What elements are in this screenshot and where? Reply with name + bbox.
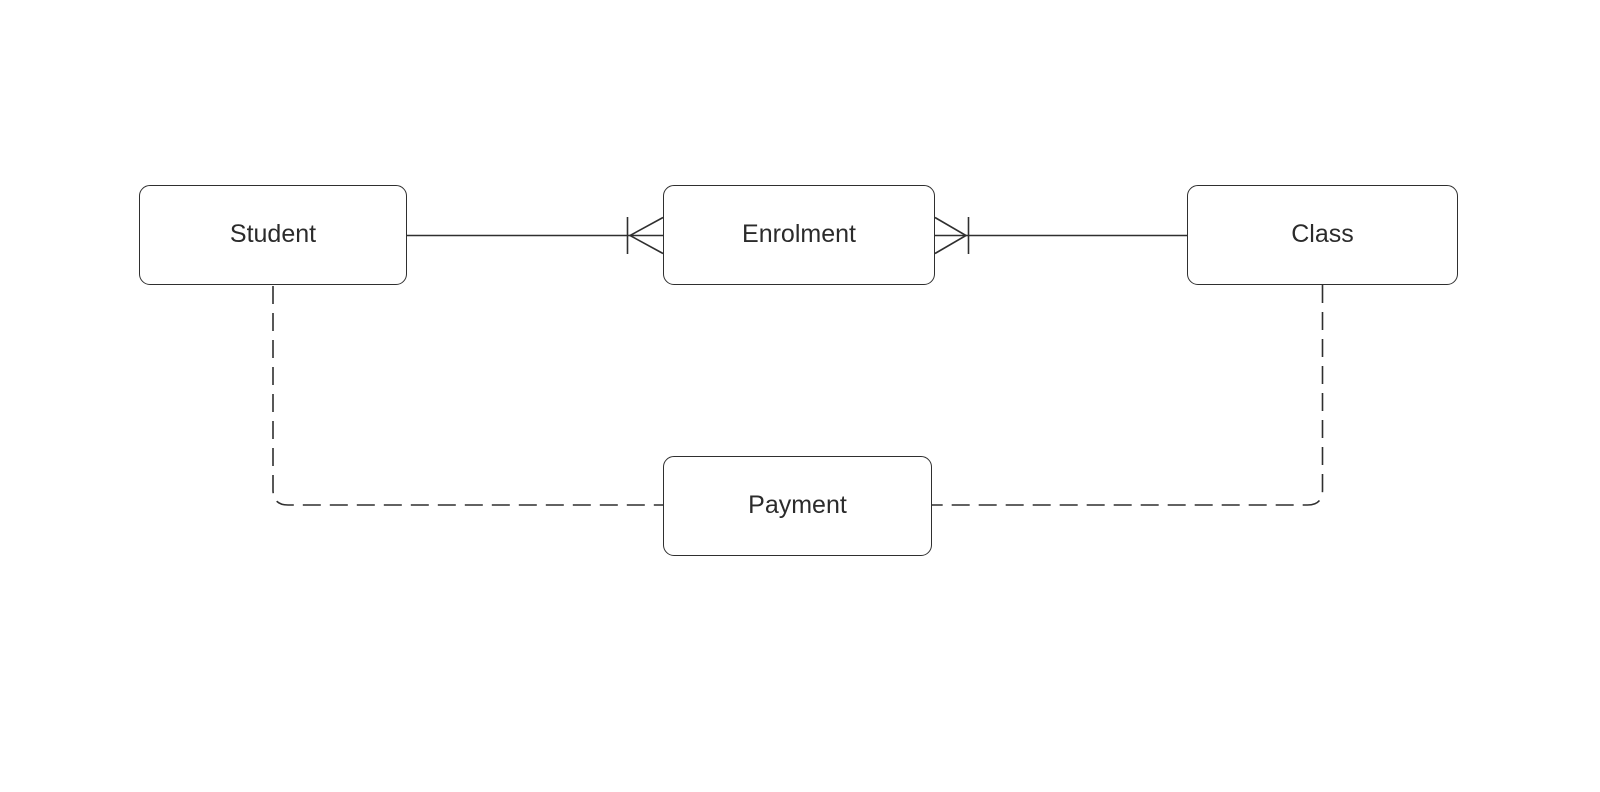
connector-line-dashed	[272, 286, 663, 506]
entity-payment-label: Payment	[748, 490, 847, 519]
entity-class[interactable]: Class	[1187, 185, 1458, 285]
entity-payment[interactable]: Payment	[663, 456, 932, 556]
entity-enrolment-label: Enrolment	[742, 219, 856, 248]
connector-student-enrolment[interactable]	[407, 216, 664, 255]
entity-class-label: Class	[1291, 219, 1354, 248]
connector-class-payment[interactable]	[932, 285, 1324, 506]
crow-foot-many-icon	[934, 216, 968, 255]
entity-student[interactable]: Student	[139, 185, 407, 285]
entity-enrolment[interactable]: Enrolment	[663, 185, 935, 285]
connector-line-dashed	[932, 285, 1324, 506]
entity-student-label: Student	[229, 219, 317, 248]
crow-foot-many-icon	[628, 216, 664, 255]
connector-student-payment[interactable]	[272, 286, 663, 506]
connector-enrolment-class[interactable]	[934, 216, 1187, 255]
